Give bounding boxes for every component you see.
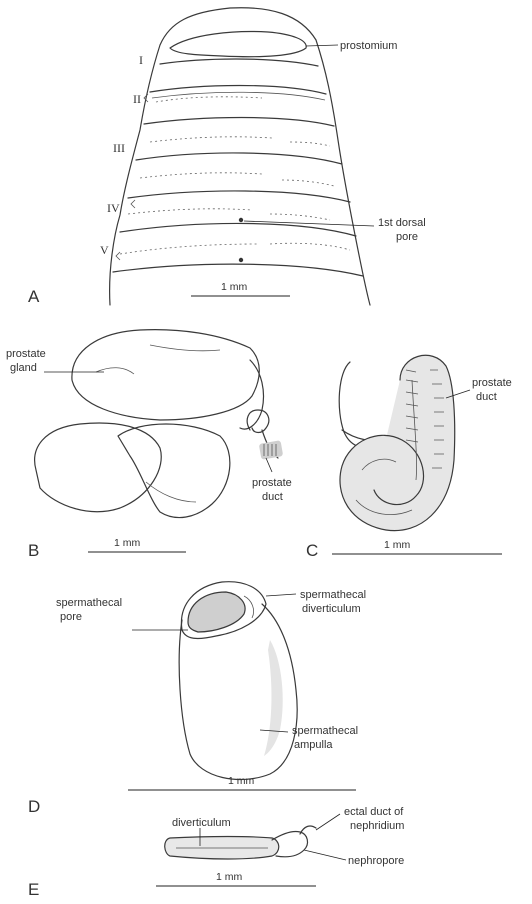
label-ectal-duct-line2: nephridium [350, 820, 404, 832]
segment-label-1: I [139, 53, 143, 67]
label-spermathecal-pore-line1: spermathecal [56, 597, 122, 609]
panel-letter-c: C [306, 541, 318, 560]
panel-letter-d: D [28, 797, 40, 816]
label-prostate-duct-c-line1: prostate [472, 377, 512, 389]
scale-label-d: 1 mm [228, 775, 255, 787]
segment-label-2: II [133, 92, 141, 106]
label-prostate-gland-line2: gland [10, 362, 37, 374]
label-spermathecal-pore-line2: pore [60, 611, 82, 623]
panel-b-drawing [35, 330, 284, 518]
label-dorsal-pore-line1: 1st dorsal [378, 217, 426, 229]
label-prostate-duct-b-line1: prostate [252, 477, 292, 489]
panel-c-drawing [339, 355, 470, 530]
label-nephropore: nephropore [348, 855, 404, 867]
scale-label-e: 1 mm [216, 871, 243, 883]
scale-label-b: 1 mm [114, 537, 141, 549]
segment-label-5: V [100, 243, 109, 257]
segment-label-4: IV [107, 201, 120, 215]
label-prostate-duct-b-line2: duct [262, 491, 283, 503]
panel-a-drawing [110, 8, 374, 305]
panel-letter-e: E [28, 880, 39, 899]
label-spermathecal-diverticulum-line1: spermathecal [300, 589, 366, 601]
label-prostate-gland-line1: prostate [6, 348, 46, 360]
segment-label-3: III [113, 141, 125, 155]
panel-d-drawing [132, 582, 297, 780]
label-ectal-duct-line1: ectal duct of [344, 806, 404, 818]
label-dorsal-pore-line2: pore [396, 231, 418, 243]
label-prostate-duct-c-line2: duct [476, 391, 497, 403]
panel-letter-b: B [28, 541, 39, 560]
scale-label-a: 1 mm [221, 281, 248, 293]
panel-letter-a: A [28, 287, 40, 306]
label-diverticulum: diverticulum [172, 817, 231, 829]
label-prostomium: prostomium [340, 40, 397, 52]
label-spermathecal-ampulla-line1: spermathecal [292, 725, 358, 737]
label-spermathecal-diverticulum-line2: diverticulum [302, 603, 361, 615]
label-spermathecal-ampulla-line2: ampulla [294, 739, 333, 751]
scale-label-c: 1 mm [384, 539, 411, 551]
